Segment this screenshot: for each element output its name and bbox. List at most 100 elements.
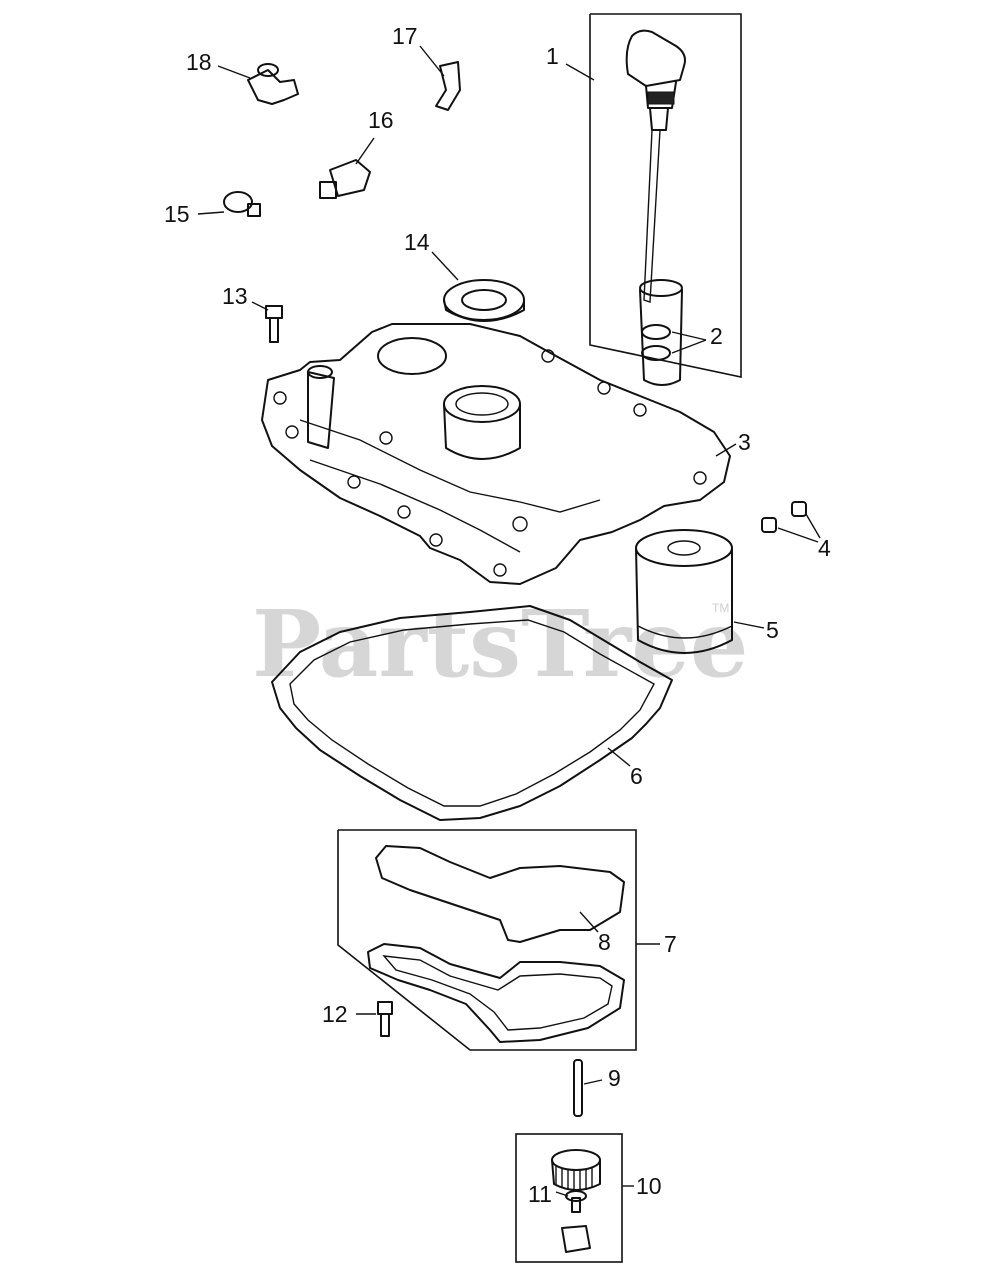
leader-14 [431, 251, 459, 281]
closure-plate-boss-left-top [307, 365, 333, 379]
callout-4: 4 [818, 535, 831, 561]
closure-plate-rib-1 [299, 419, 601, 513]
closure-plate-dipstick-tube-top [639, 279, 683, 297]
oil-pump-gear-top [551, 1149, 601, 1171]
callout-3: 3 [738, 429, 751, 455]
leader-4b [777, 527, 819, 543]
leader-1 [565, 63, 595, 81]
screw-12-shank [380, 1013, 390, 1037]
oil-filter-band [637, 625, 733, 639]
o-ring-upper [641, 324, 671, 340]
pipe-plugs [761, 501, 821, 543]
dipstick-rod [643, 129, 661, 303]
callout-11: 11 [528, 1181, 552, 1207]
leader-13 [251, 301, 269, 311]
callout-6: 6 [630, 763, 643, 789]
gasket-outer [271, 605, 673, 821]
o-ring-lower [641, 345, 671, 361]
closure-plate-gasket [271, 605, 673, 821]
callout-12: 12 [322, 1001, 348, 1027]
leader-4a [805, 513, 821, 539]
pipe-plug-1 [791, 501, 807, 517]
callout-9: 9 [608, 1065, 621, 1091]
callout-8: 8 [598, 929, 611, 955]
oil-pressure-switch-hex [247, 203, 261, 217]
oil-seal [431, 251, 525, 322]
closure-plate-boss-left [307, 371, 335, 449]
oil-filter [635, 529, 765, 654]
callout-10: 10 [636, 1173, 662, 1199]
oil-pump-box [515, 1133, 623, 1263]
screw-12-head [377, 1001, 393, 1015]
pin-body [573, 1059, 583, 1117]
oil-seal-side [443, 299, 525, 322]
dipstick-kit-group [589, 13, 742, 378]
fitting-16-nipple [319, 181, 337, 199]
elbow-fitting-18-body [247, 69, 299, 105]
oil-pressure-switch-body [223, 191, 253, 213]
closure-plate-hole [397, 505, 411, 519]
closure-plate-outline [261, 323, 731, 585]
oil-filter-top [635, 529, 733, 567]
oil-pump-rotor [561, 1225, 591, 1253]
closure-plate-hole [693, 471, 707, 485]
screw-13 [251, 301, 283, 343]
callout-15: 15 [164, 201, 190, 227]
watermark-trademark: TM [712, 601, 729, 615]
oil-pump-group [515, 1133, 634, 1263]
pin [573, 1059, 603, 1117]
closure-plate-hole [633, 403, 647, 417]
gasket-kit-box [337, 829, 637, 1051]
callout-13: 13 [222, 283, 248, 309]
leader-2a [671, 331, 707, 341]
oil-pump-gear-body [551, 1159, 601, 1191]
gasket-inner [289, 619, 655, 807]
leader-3 [715, 443, 737, 457]
gasket-plate-7-inner [382, 955, 613, 1031]
closure-plate-hole [285, 425, 299, 439]
closure-plate-hole [379, 431, 393, 445]
elbow-fitting-18-top [257, 63, 279, 77]
closure-plate-dipstick-tube [639, 289, 683, 386]
closure-plate-bearing-inner [455, 392, 509, 416]
callout-1: 1 [546, 43, 559, 69]
closure-plate-rib-2 [309, 459, 521, 553]
leader-9 [583, 1079, 603, 1085]
pipe-plug-2 [761, 517, 777, 533]
leader-8 [579, 911, 599, 933]
leader-6 [607, 747, 631, 767]
closure-plate-pocket [377, 337, 447, 375]
closure-plate-hole [512, 516, 528, 532]
closure-plate-hole [273, 391, 287, 405]
closure-plate-bearing-body [443, 403, 521, 460]
gasket-plate-7 [367, 943, 625, 1043]
oil-pump-shaft [571, 1197, 581, 1213]
dipstick-seal [647, 91, 675, 105]
callout-17: 17 [392, 23, 418, 49]
leader-5 [733, 621, 765, 629]
dipstick-neck [649, 107, 669, 131]
callout-16: 16 [368, 107, 394, 133]
callout-5: 5 [766, 617, 779, 643]
fitting-16 [319, 137, 375, 199]
leader-18 [217, 65, 251, 79]
leader-11 [555, 1191, 569, 1197]
oil-pump-gear-teeth [555, 1166, 593, 1191]
closure-plate-hole [541, 349, 555, 363]
closure-plate-hole [347, 475, 361, 489]
dipstick-cap [625, 29, 686, 87]
screw-13-head [265, 305, 283, 319]
oil-pressure-switch [197, 191, 261, 217]
closure-plate [261, 279, 737, 585]
watermark: PartsTree TM [252, 590, 748, 698]
leader-17 [419, 45, 445, 77]
callout-7: 7 [664, 931, 677, 957]
oil-filter-body [635, 547, 733, 654]
oil-filter-center [667, 540, 701, 556]
oil-pump-washer [565, 1190, 587, 1202]
closure-plate-hole [429, 533, 443, 547]
closure-plate-hole [597, 381, 611, 395]
screw-12 [356, 1001, 393, 1037]
clip-17-body [435, 61, 461, 111]
